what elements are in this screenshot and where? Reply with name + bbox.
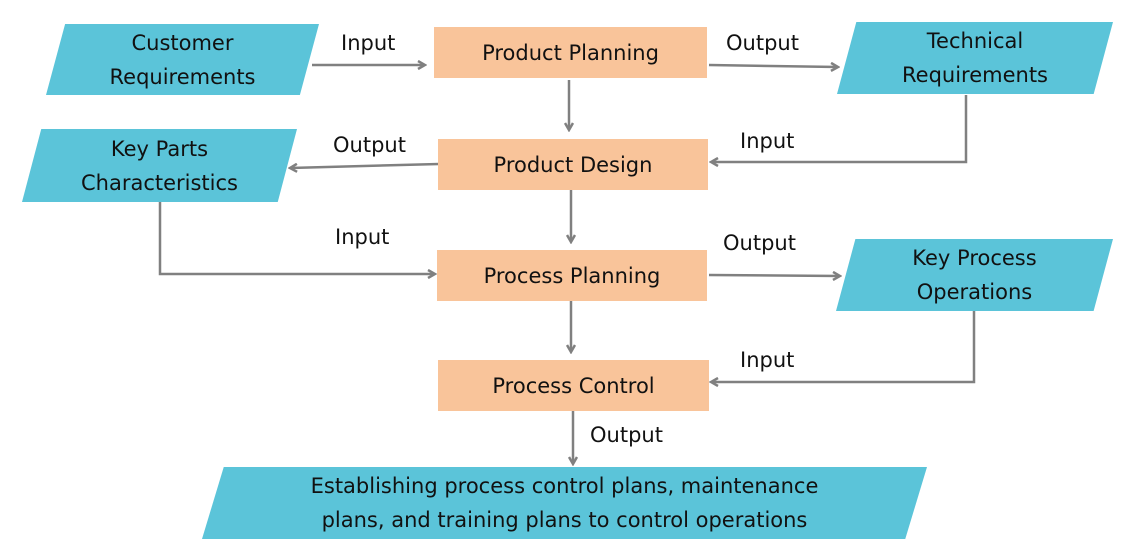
arrow-product-planning-to-technical [708,65,838,67]
input-label-product-design: Input [740,129,795,153]
product-design-box: Product Design [438,139,708,190]
output-label-key-parts: Output [333,133,406,157]
final-output-label: Establishing process control plans, main… [310,474,819,532]
product-planning-box: Product Planning [434,27,707,78]
input-label-product-planning: Input [341,31,396,55]
output-label-final: Output [590,423,663,447]
final-output-shape: Establishing process control plans, main… [202,467,927,539]
key-parts-characteristics-shape: Key Parts Characteristics [22,129,297,202]
customer-requirements-label: Customer Requirements [109,30,256,89]
arrow-technical-to-product-design [711,95,968,162]
process-planning-label: Process Planning [483,263,661,288]
output-label-key-process: Output [723,231,796,255]
product-design-label: Product Design [493,152,653,177]
process-control-box: Process Control [438,360,709,411]
product-planning-label: Product Planning [482,40,659,65]
output-label-technical-requirements: Output [726,31,799,55]
process-control-label: Process Control [492,373,655,398]
process-planning-box: Process Planning [437,250,707,301]
technical-requirements-label: Technical Requirements [902,29,1048,87]
key-process-operations-label: Key Process Operations [912,246,1037,304]
input-label-process-planning: Input [335,225,390,249]
arrow-product-design-to-key-parts [290,162,440,168]
input-label-process-control: Input [740,348,795,372]
key-parts-characteristics-label: Key Parts Characteristics [80,136,238,195]
technical-requirements-shape: Technical Requirements [837,22,1113,94]
arrow-key-process-to-process-control [711,311,976,382]
arrow-key-parts-to-process-planning [158,202,435,274]
customer-requirements-shape: Customer Requirements [46,24,319,95]
arrow-process-planning-to-key-process [708,275,840,276]
key-process-operations-shape: Key Process Operations [836,239,1113,311]
